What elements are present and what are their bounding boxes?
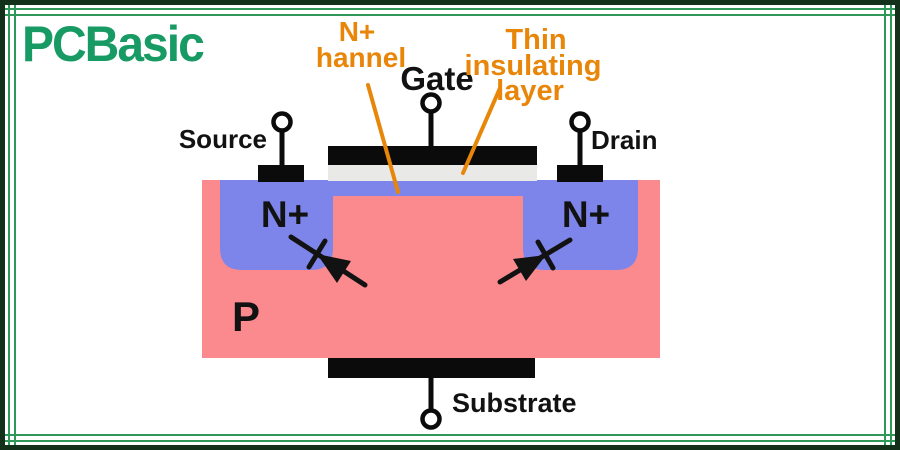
source-junction-diode-symbol xyxy=(288,234,368,288)
gate-label: Gate xyxy=(400,60,473,97)
source-contact xyxy=(258,165,304,182)
frame-line xyxy=(0,8,900,10)
gate-electrode xyxy=(328,146,537,165)
drain-terminal xyxy=(569,111,591,167)
frame-line xyxy=(8,0,10,450)
channel-callout-label-line1: N+ xyxy=(339,16,376,47)
insulating-callout-line xyxy=(461,86,502,175)
drain-label: Drain xyxy=(591,125,657,155)
n-plus-source-label: N+ xyxy=(261,194,309,235)
frame-line xyxy=(890,0,892,450)
insulating-callout-label-line2: insulating xyxy=(465,50,602,82)
insulating-callout-label-line3: layer xyxy=(496,75,564,107)
substrate-contact xyxy=(328,358,535,378)
n-plus-well-drain xyxy=(523,180,638,270)
substrate-terminal xyxy=(420,378,442,430)
gate-terminal-circle xyxy=(420,92,442,114)
frame-line xyxy=(0,14,900,16)
p-region-label: P xyxy=(232,293,260,340)
source-label: Source xyxy=(179,124,267,154)
substrate-label: Substrate xyxy=(452,388,577,418)
channel-callout-line xyxy=(366,83,400,194)
insulating-callout-label-line1: Thin xyxy=(505,24,566,56)
frame-line xyxy=(0,434,900,436)
source-terminal xyxy=(271,111,293,167)
pcbasic-logo: PCBasic xyxy=(22,17,205,73)
n-channel-region xyxy=(333,180,523,196)
drain-junction-diode-symbol xyxy=(497,237,573,285)
frame-line xyxy=(14,0,16,450)
n-plus-drain-label: N+ xyxy=(562,194,610,235)
frame-line xyxy=(0,440,900,442)
gate-terminal xyxy=(420,92,442,148)
substrate-terminal-circle xyxy=(420,408,442,430)
frame-line xyxy=(884,0,886,450)
channel-callout-label-line2: hannel xyxy=(316,42,406,73)
drain-contact xyxy=(557,165,603,182)
drain-terminal-circle xyxy=(569,111,591,133)
source-terminal-circle xyxy=(271,111,293,133)
insulating-layer xyxy=(328,164,537,181)
